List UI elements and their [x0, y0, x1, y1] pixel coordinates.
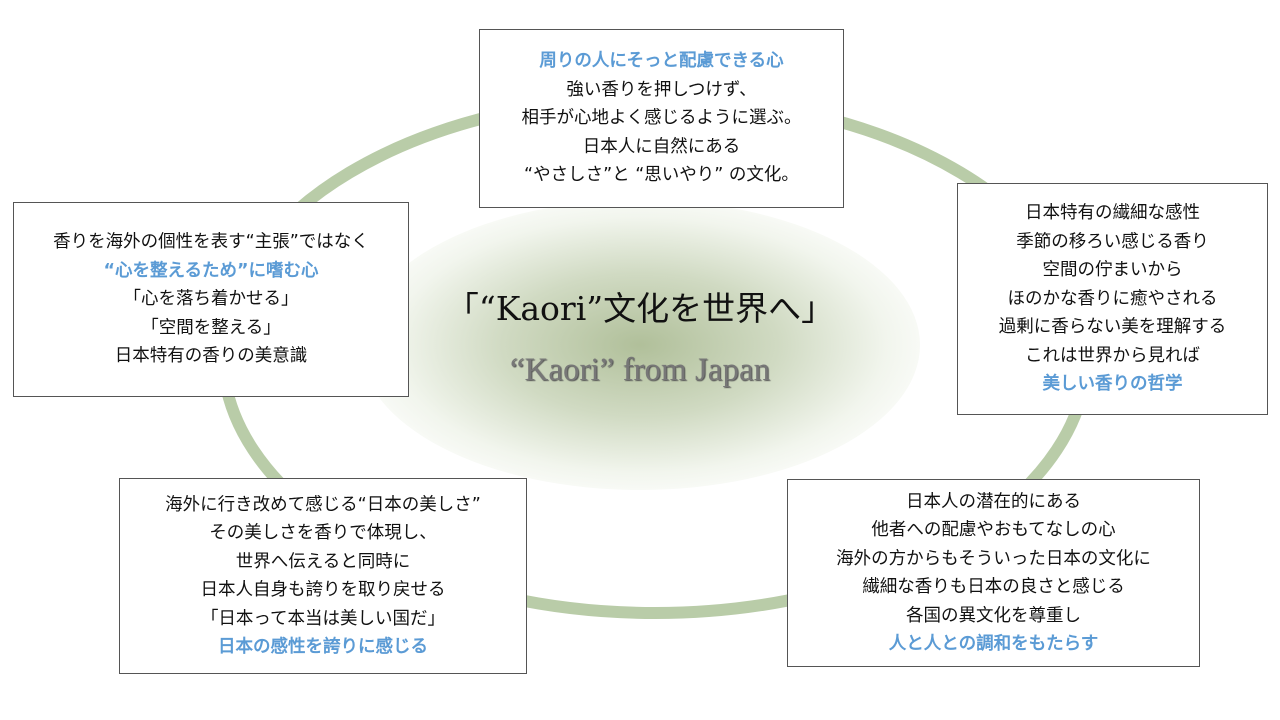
box-line: 日本特有の繊細な感性	[1025, 203, 1200, 224]
box-pride: 海外に行き改めて感じる“日本の美しさ” その美しさを香りで体現し、 世界へ伝える…	[119, 478, 527, 674]
box-line: 海外に行き改めて感じる“日本の美しさ”	[165, 494, 481, 515]
box-line: これは世界から見れば	[1025, 345, 1200, 366]
box-line: 人と人との調和をもたらす	[888, 634, 1099, 654]
center-subtitle: “Kaori” from Japan	[509, 352, 771, 388]
box-harmony: 日本人の潜在的にある 他者への配慮やおもてなしの心 海外の方からもそういった日本…	[787, 479, 1200, 667]
box-line: 日本人自身も誇りを取り戻せる	[200, 580, 446, 600]
box-line: ほのかな香りに癒やされる	[1007, 288, 1218, 309]
box-line: 日本特有の香りの美意識	[114, 346, 308, 367]
box-line: 強い香りを押しつけず、	[566, 79, 757, 100]
box-line: 空間の佇まいから	[1042, 260, 1183, 281]
box-line: 美しい香りの哲学	[1042, 374, 1183, 395]
box-line: 相手が心地よく感じるように選ぶ。	[521, 108, 802, 129]
box-line: 「空間を整える」	[141, 317, 281, 338]
box-line: 「日本って本当は美しい国だ」	[200, 608, 446, 629]
box-line: 香りを海外の個性を表す“主張”ではなく	[53, 232, 369, 253]
box-line: “やさしさ”と “思いやり” の文化。	[524, 165, 799, 186]
center-title: 「“Kaori”文化を世界へ」	[445, 289, 835, 328]
center-glow	[360, 200, 920, 490]
box-line: 周りの人にそっと配慮できる心	[539, 51, 784, 72]
box-line: 海外の方からもそういった日本の文化に	[836, 548, 1151, 569]
box-line: 他者への配慮やおもてなしの心	[871, 520, 1116, 540]
box-aesthetics: 香りを海外の個性を表す“主張”ではなく “心を整えるため”に嗜む心 「心を落ち着…	[13, 202, 409, 397]
box-line: 過剰に香らない美を理解する	[998, 317, 1227, 338]
box-line: 日本の感性を誇りに感じる	[218, 637, 428, 657]
box-line: “心を整えるため”に嗜む心	[103, 260, 319, 281]
box-line: 各国の異文化を尊重し	[906, 605, 1081, 626]
box-line: 日本人の潜在的にある	[906, 491, 1081, 512]
box-line: 「心を落ち着かせる」	[123, 289, 299, 310]
box-sensibility: 日本特有の繊細な感性 季節の移ろい感じる香り 空間の佇まいから ほのかな香りに癒…	[957, 183, 1268, 415]
box-line: 日本人に自然にある	[582, 136, 741, 157]
box-line: 世界へ伝えると同時に	[235, 551, 411, 572]
box-consideration: 周りの人にそっと配慮できる心 強い香りを押しつけず、 相手が心地よく感じるように…	[479, 29, 844, 208]
box-line: 繊細な香りも日本の良さと感じる	[862, 577, 1125, 597]
box-line: その美しさを香りで体現し、	[209, 523, 437, 543]
box-line: 季節の移ろい感じる香り	[1016, 231, 1209, 252]
